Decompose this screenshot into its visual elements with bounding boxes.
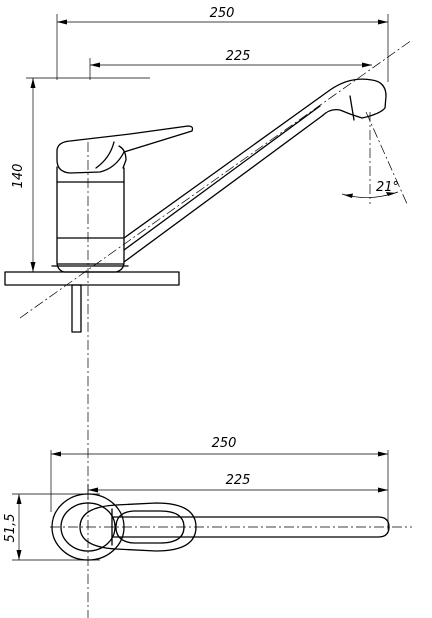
dim-overall-width-label: 250 <box>210 6 235 21</box>
spout-axis-line <box>19 39 413 319</box>
lever-cap-detail <box>95 141 115 169</box>
arrow-head <box>88 487 98 493</box>
arrow-head <box>30 262 36 272</box>
mounting-rod <box>71 284 82 333</box>
arrow-head <box>386 192 396 196</box>
lever-top-inner <box>115 510 185 544</box>
arrow-head <box>16 494 22 504</box>
dim-spout-width-label: 225 <box>226 49 251 64</box>
outlet-axis-line <box>365 111 409 207</box>
arrow-head <box>90 62 100 68</box>
dim-overall-width-top-label: 250 <box>212 436 237 451</box>
base-plate <box>4 271 180 286</box>
arrow-head <box>378 487 388 493</box>
lever-joint <box>118 145 127 169</box>
side-view: 250 225 140 21° <box>4 6 413 618</box>
arrow-head <box>30 78 36 88</box>
body-top <box>60 502 116 552</box>
spout-top <box>111 516 390 538</box>
top-view: 250 225 51,5 <box>3 436 412 561</box>
dim-depth-label: 51,5 <box>3 514 18 543</box>
arrow-head <box>51 451 61 457</box>
dim-angle-label: 21° <box>376 180 399 195</box>
arrow-head <box>362 62 372 68</box>
arrow-head <box>378 451 388 457</box>
arrow-head <box>378 19 388 25</box>
faucet-body <box>56 166 125 273</box>
lever-top-outer <box>79 502 197 552</box>
arrow-head <box>344 193 353 198</box>
arrow-head <box>16 550 22 560</box>
spout-nozzle-edge <box>349 95 355 121</box>
lever-handle <box>56 125 194 174</box>
spout <box>123 78 387 263</box>
dim-spout-width-top-label: 225 <box>226 473 251 488</box>
dim-height-label: 140 <box>11 164 26 189</box>
spout-inner-line <box>123 105 321 251</box>
arrow-head <box>57 19 67 25</box>
base-plate-top <box>51 493 125 561</box>
